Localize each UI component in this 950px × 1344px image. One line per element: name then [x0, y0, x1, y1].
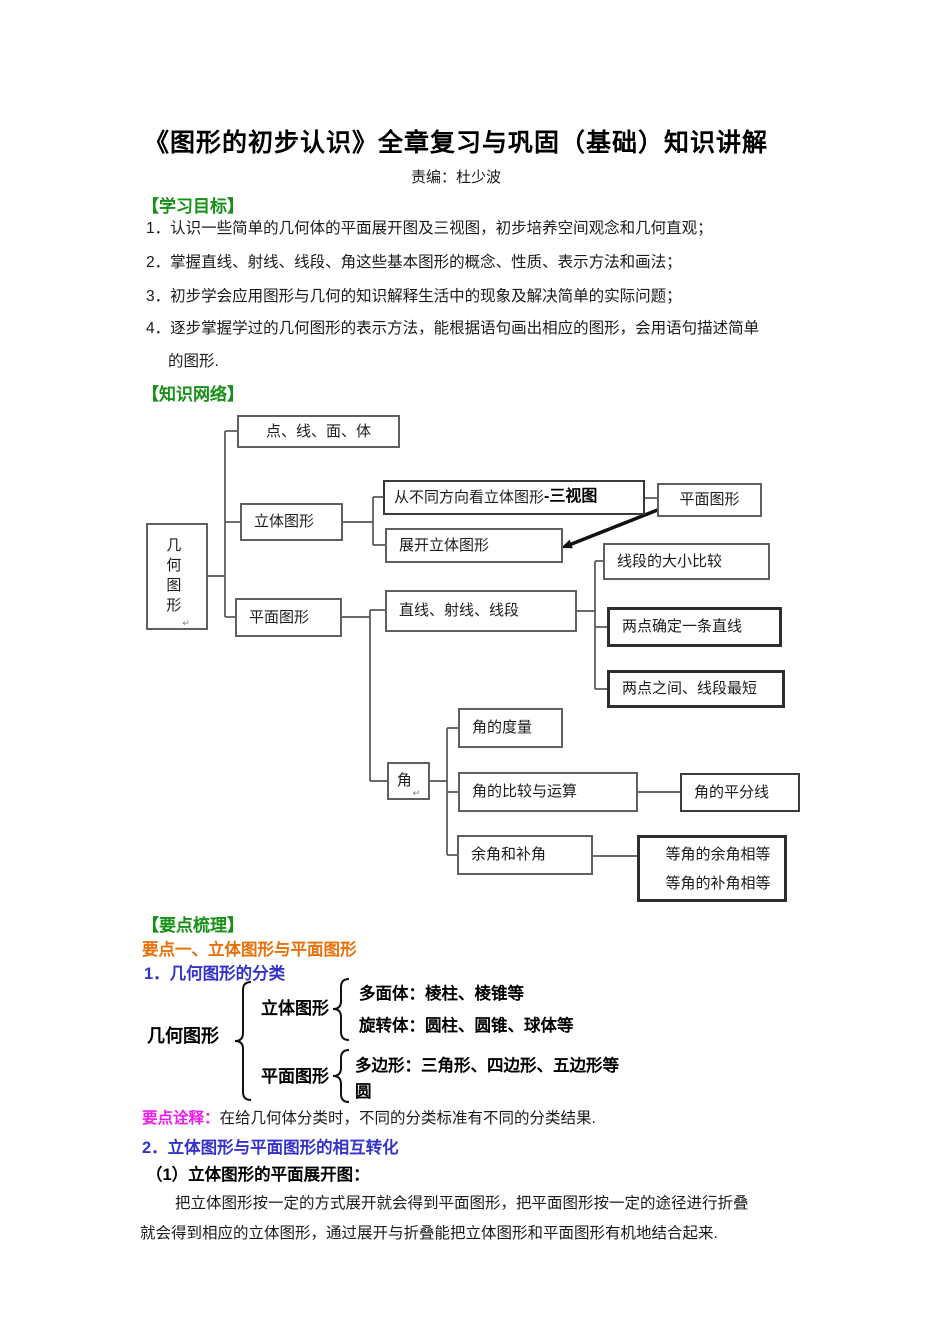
- node-angle-bisector: 角的平分线: [680, 773, 800, 812]
- goal-item-1: 1．认识一些简单的几何体的平面展开图及三视图，初步培养空间观念和几何直观；: [146, 220, 713, 237]
- node-plane-figure-result: 平面图形: [657, 483, 762, 517]
- node-view-from-directions: 从不同方向看立体图形-三视图: [383, 480, 645, 515]
- plane-figure-result-label: 平面图形: [679, 491, 740, 509]
- editor-line: 责编：杜少波: [410, 169, 501, 186]
- page-title: 《图形的初步认识》全章复习与巩固（基础）知识讲解: [143, 129, 768, 157]
- paragraph-line-1: 把立体图形按一定的方式展开就会得到平面图形，把平面图形按一定的途径进行折叠: [175, 1195, 749, 1212]
- node-segment-size-compare: 线段的大小比较: [603, 543, 770, 580]
- solid-figure-label: 立体图形: [254, 513, 315, 531]
- line-ray-segment-label: 直线、射线、线段: [399, 602, 520, 620]
- learning-goals-heading: 【学习目标】: [142, 197, 244, 216]
- angle-label: 角: [396, 772, 412, 790]
- geometric-figure-label: 几何图形: [164, 536, 182, 617]
- three-views-label: -三视图: [544, 488, 598, 506]
- node-angle: 角 ↵: [387, 762, 430, 800]
- classification-solid-label: 立体图形: [261, 999, 329, 1018]
- return-mark-icon: ↵: [182, 617, 190, 628]
- node-solid-figure: 立体图形: [240, 503, 343, 541]
- goal-item-4-cont: 的图形.: [168, 353, 219, 370]
- angle-measure-label: 角的度量: [472, 719, 533, 737]
- node-two-points-determine-line: 两点确定一条直线: [607, 607, 782, 647]
- classification-plane-item-2: 圆: [355, 1083, 372, 1101]
- angle-compare-operate-label: 角的比较与运算: [472, 783, 578, 801]
- classification-figure: 几何图形 立体图形 多面体：棱柱、棱锥等 旋转体：圆柱、圆锥、球体等 平面图形 …: [145, 978, 765, 1108]
- classification-root-label: 几何图形: [147, 1026, 219, 1046]
- brace-plane: [332, 1049, 350, 1103]
- knowledge-network-heading: 【知识网络】: [142, 385, 244, 404]
- goal-item-3: 3．初步学会应用图形与几何的知识解释生活中的现象及解决简单的实际问题；: [146, 288, 682, 305]
- view-from-directions-label: 从不同方向看立体图形: [394, 488, 545, 506]
- equal-complementary-label: 等角的余角相等: [665, 845, 771, 863]
- key-points-heading: 【要点梳理】: [142, 916, 244, 935]
- brace-main: [234, 981, 252, 1101]
- node-geometric-figure: 几何图形 ↵: [146, 523, 208, 630]
- unfold-solid-label: 展开立体图形: [399, 536, 490, 554]
- paragraph-line-2: 就会得到相应的立体图形，通过展开与折叠能把立体图形和平面图形有机地结合起来.: [140, 1225, 718, 1242]
- classification-solid-item-2: 旋转体：圆柱、圆锥、球体等: [359, 1017, 574, 1035]
- angle-bisector-label: 角的平分线: [694, 783, 770, 801]
- goal-item-2: 2．掌握直线、射线、线段、角这些基本图形的概念、性质、表示方法和画法；: [146, 254, 682, 271]
- node-line-ray-segment: 直线、射线、线段: [385, 590, 577, 632]
- node-two-points-segment-shortest: 两点之间、线段最短: [607, 670, 785, 708]
- node-unfold-solid: 展开立体图形: [385, 528, 563, 563]
- interpretation-label: 要点诠释：: [142, 1110, 220, 1127]
- sub2-1-heading: （1）立体图形的平面展开图：: [146, 1166, 370, 1184]
- node-angle-compare-operate: 角的比较与运算: [458, 772, 638, 812]
- return-mark-icon: ↵: [412, 787, 421, 798]
- goal-item-4: 4．逐步掌握学过的几何图形的表示方法，能根据语句画出相应的图形，会用语句描述简单: [146, 320, 760, 337]
- node-angle-measure: 角的度量: [458, 708, 563, 748]
- two-points-determine-line-label: 两点确定一条直线: [622, 618, 743, 636]
- interpretation-text: 在给几何体分类时，不同的分类标准有不同的分类结果.: [219, 1110, 596, 1127]
- equal-supplementary-label: 等角的补角相等: [665, 874, 771, 892]
- two-points-segment-shortest-label: 两点之间、线段最短: [622, 680, 758, 698]
- point1-heading: 要点一、立体图形与平面图形: [142, 941, 357, 959]
- sub1-heading: 1．几何图形的分类: [144, 965, 286, 983]
- classification-plane-item-1: 多边形：三角形、四边形、五边形等: [355, 1057, 619, 1075]
- node-plane-figure: 平面图形: [235, 598, 342, 637]
- sub2-heading: 2．立体图形与平面图形的相互转化: [142, 1139, 399, 1157]
- node-equal-angles: 等角的余角相等 等角的补角相等: [637, 835, 787, 902]
- plane-figure-label: 平面图形: [249, 608, 310, 626]
- interpretation-line: 要点诠释：在给几何体分类时，不同的分类标准有不同的分类结果.: [142, 1106, 596, 1128]
- point-line-face-body-label: 点、线、面、体: [265, 422, 371, 440]
- node-point-line-face-body: 点、线、面、体: [237, 415, 400, 448]
- classification-solid-item-1: 多面体：棱柱、棱锥等: [359, 985, 524, 1003]
- segment-size-compare-label: 线段的大小比较: [617, 552, 723, 570]
- node-complementary-supplementary: 余角和补角: [457, 835, 593, 875]
- brace-solid: [332, 978, 350, 1041]
- classification-plane-label: 平面图形: [261, 1067, 329, 1086]
- knowledge-network-diagram: 几何图形 ↵ 点、线、面、体 立体图形 从不同方向看立体图形-三视图 平面图形 …: [145, 410, 805, 912]
- complementary-supplementary-label: 余角和补角: [471, 846, 547, 864]
